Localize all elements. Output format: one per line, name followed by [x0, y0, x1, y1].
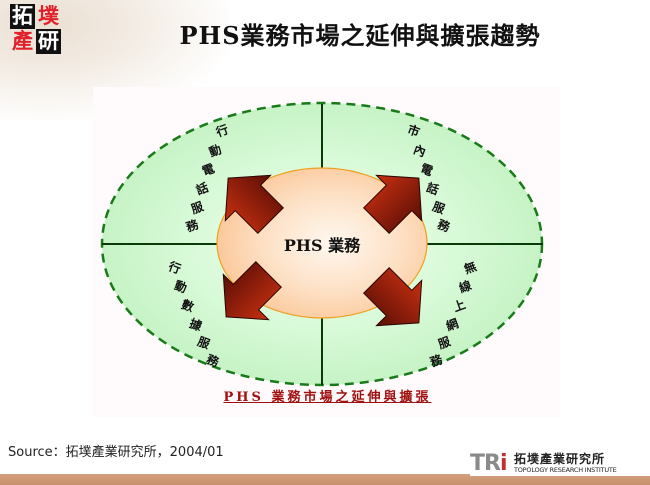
arrow-bottom-left-icon: [222, 261, 282, 321]
logo-char: 產: [12, 29, 33, 53]
footer-bar: [0, 474, 650, 485]
quadrant-label-char: 線: [457, 277, 473, 295]
quadrant-label-char: 行: [166, 258, 183, 277]
quadrant-label-char: 行: [213, 121, 230, 140]
quadrant-label-char: 上: [451, 296, 467, 314]
logo-char: 研: [36, 29, 61, 54]
quadrant-label-char: 內: [412, 141, 428, 159]
tri-brand-chinese: 拓墣產業研究所: [514, 452, 606, 466]
diagram-caption: PHS 業務市場之延伸與擴張: [223, 390, 432, 405]
quadrant-label-char: 話: [425, 179, 441, 197]
arrow-top-right-icon: [363, 174, 423, 234]
quadrant-label-char: 無: [462, 258, 478, 276]
tri-brand-english: TOPOLOGY RESEARCH INSTITUTE: [514, 466, 617, 474]
arrow-top-left-icon: [224, 174, 284, 234]
tri-brand-mark: TRi: [470, 451, 507, 476]
logo-char: 墣: [38, 4, 59, 28]
source-note: Source：拓墣產業研究所，2004/01: [8, 445, 224, 460]
quadrant-label-char: 網: [444, 315, 460, 333]
quadrant-label-char: 市: [406, 121, 422, 139]
logo-char: 拓: [10, 4, 35, 29]
quadrant-label-char: 電: [419, 161, 435, 178]
quadrant-label-char: 話: [194, 179, 210, 197]
quadrant-label-char: 數: [180, 296, 196, 314]
tri-logo: TRi 拓墣產業研究所 TOPOLOGY RESEARCH INSTITUTE: [470, 452, 650, 476]
arrow-bottom-right-icon: [363, 267, 423, 327]
quadrant-label-char: 動: [173, 277, 189, 295]
topology-logo: 拓 墣 產 研: [10, 4, 62, 54]
quadrant-label-char: 動: [207, 141, 223, 159]
quadrant-label-char: 電: [200, 161, 216, 178]
center-label: PHS 業務: [284, 236, 361, 255]
page-title: PHS業務市場之延伸與擴張趨勢: [179, 21, 541, 50]
